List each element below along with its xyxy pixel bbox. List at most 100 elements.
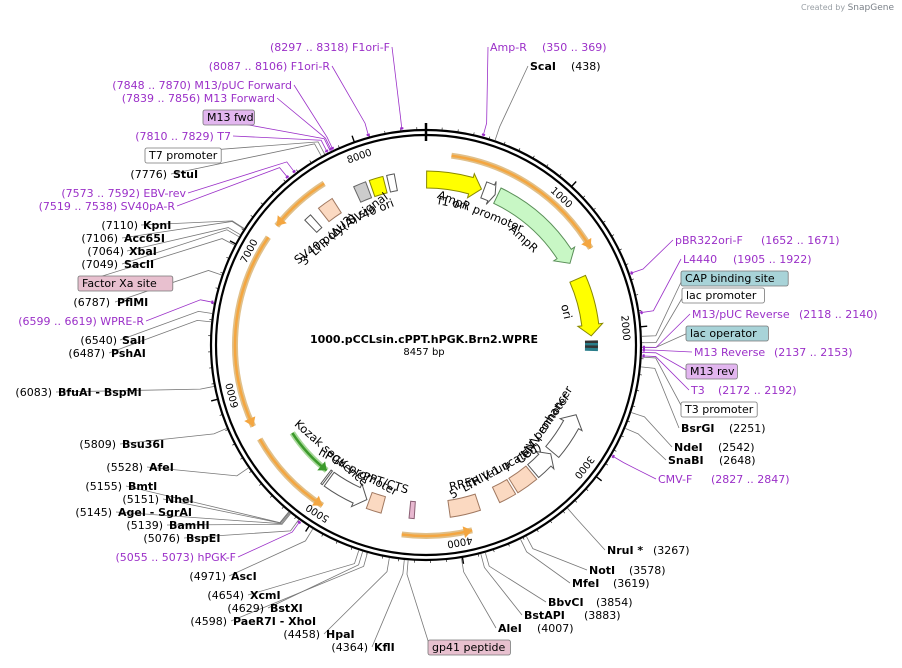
leader-line [114, 270, 222, 303]
leader-line [391, 46, 403, 131]
enzyme-site-label: SnaBI [668, 454, 704, 467]
primer-mark [366, 133, 371, 137]
enzyme-site-label: PshAI [111, 347, 146, 360]
leader-line [247, 550, 360, 596]
minor-tick [574, 500, 578, 503]
leader-line [293, 84, 334, 151]
primer-label: (5055 .. 5073) hPGK-F [115, 551, 236, 564]
leader-line [230, 552, 368, 622]
primer-label: (1652 .. 1671) [761, 234, 840, 247]
major-tick [461, 556, 465, 564]
enzyme-site-label: MfeI [572, 577, 599, 590]
leader-line [228, 528, 314, 577]
enzyme-site-label: AfeI [149, 461, 174, 474]
enzyme-site-label: NdeI [674, 441, 703, 454]
site-position-label: (5145) [75, 506, 112, 519]
enzyme-site-label: KpnI [143, 219, 171, 232]
minor-tick [211, 383, 215, 385]
minor-tick [522, 536, 525, 540]
feature-tag-label: T7 promoter [148, 149, 218, 162]
minor-tick [549, 520, 553, 524]
enzyme-site-label: Acc65I [124, 232, 165, 245]
primer-mark [285, 175, 290, 179]
minor-tick [536, 529, 539, 532]
enzyme-site-label: NotI [589, 564, 615, 577]
leader-line [641, 355, 690, 391]
label-leader-lines [55, 46, 693, 648]
leader-line [108, 319, 212, 354]
feature-box [408, 500, 416, 520]
tick-label: 3000 [572, 454, 596, 481]
primer-label: CMV-F [658, 473, 692, 486]
minor-tick [281, 506, 285, 509]
minor-tick [477, 553, 479, 557]
minor-tick [611, 234, 615, 237]
primer-label: Amp-R [490, 41, 527, 54]
branding-name: SnapGene [847, 3, 894, 13]
primer-mark [297, 520, 302, 525]
minor-tick [546, 164, 549, 168]
leader-line [140, 220, 245, 229]
site-position-label: (2251) [729, 422, 766, 435]
minor-tick [605, 463, 609, 466]
site-position-label: (438) [571, 60, 601, 73]
enzyme-site-label: AleI [498, 622, 522, 635]
orf-arc [258, 438, 324, 507]
primer-label: M13/pUC Reverse [692, 308, 790, 321]
site-position-label: (4629) [227, 602, 264, 615]
site-position-label: (2648) [719, 454, 756, 467]
feature-tag-box [77, 275, 174, 292]
enzyme-site-label: PaeR7I - XhoI [233, 615, 316, 628]
minor-tick [635, 294, 639, 296]
minor-tick [559, 173, 562, 177]
green-arrowhead [317, 461, 327, 471]
major-tick [210, 398, 219, 402]
feature-tag-box [144, 147, 222, 164]
site-position-label: (3854) [596, 596, 633, 609]
minor-tick [350, 546, 353, 550]
feature-tag-box [202, 109, 255, 126]
minor-tick [249, 470, 252, 473]
leader-line [494, 65, 529, 141]
feature-label: f1 ori [437, 193, 469, 212]
site-position-label: (5528) [106, 461, 143, 474]
minor-tick [250, 215, 254, 218]
leader-line [641, 294, 685, 344]
leader-line [276, 97, 332, 151]
leader-line [119, 311, 213, 341]
site-position-label: (3883) [584, 609, 621, 622]
feature-box [304, 214, 323, 234]
leader-line [119, 428, 227, 445]
feature-box [368, 175, 388, 198]
snapgene-branding: Created by SnapGene [801, 3, 894, 13]
enzyme-site-label: BstXI [270, 602, 303, 615]
primer-label: T3 [690, 384, 705, 397]
leader-line [480, 553, 523, 616]
site-position-label: (6083) [15, 386, 52, 399]
leader-line [183, 519, 300, 539]
primer-label: (1905 .. 1922) [733, 253, 812, 266]
feature-tag-box [680, 401, 758, 418]
leader-line [176, 167, 289, 207]
feature-tag-box [685, 325, 769, 342]
site-position-label: (4007) [537, 622, 574, 635]
minor-tick [296, 169, 299, 173]
leader-line [162, 498, 290, 524]
primer-label: (8087 .. 8106) F1ori-R [209, 60, 331, 73]
primer-mark [324, 149, 329, 153]
feature-box [320, 469, 334, 486]
enzyme-site-label: ScaI [530, 60, 556, 73]
enzyme-site-label: XcmI [250, 589, 281, 602]
minor-tick [493, 549, 495, 553]
leader-line [170, 143, 322, 175]
minor-tick [632, 405, 636, 407]
leader-line [639, 258, 682, 314]
feature-box [317, 197, 342, 223]
orf-arcs [232, 152, 594, 539]
feature-box [491, 478, 517, 504]
minor-tick [338, 145, 340, 149]
site-position-label: (4971) [189, 570, 226, 583]
minor-tick [241, 228, 245, 231]
